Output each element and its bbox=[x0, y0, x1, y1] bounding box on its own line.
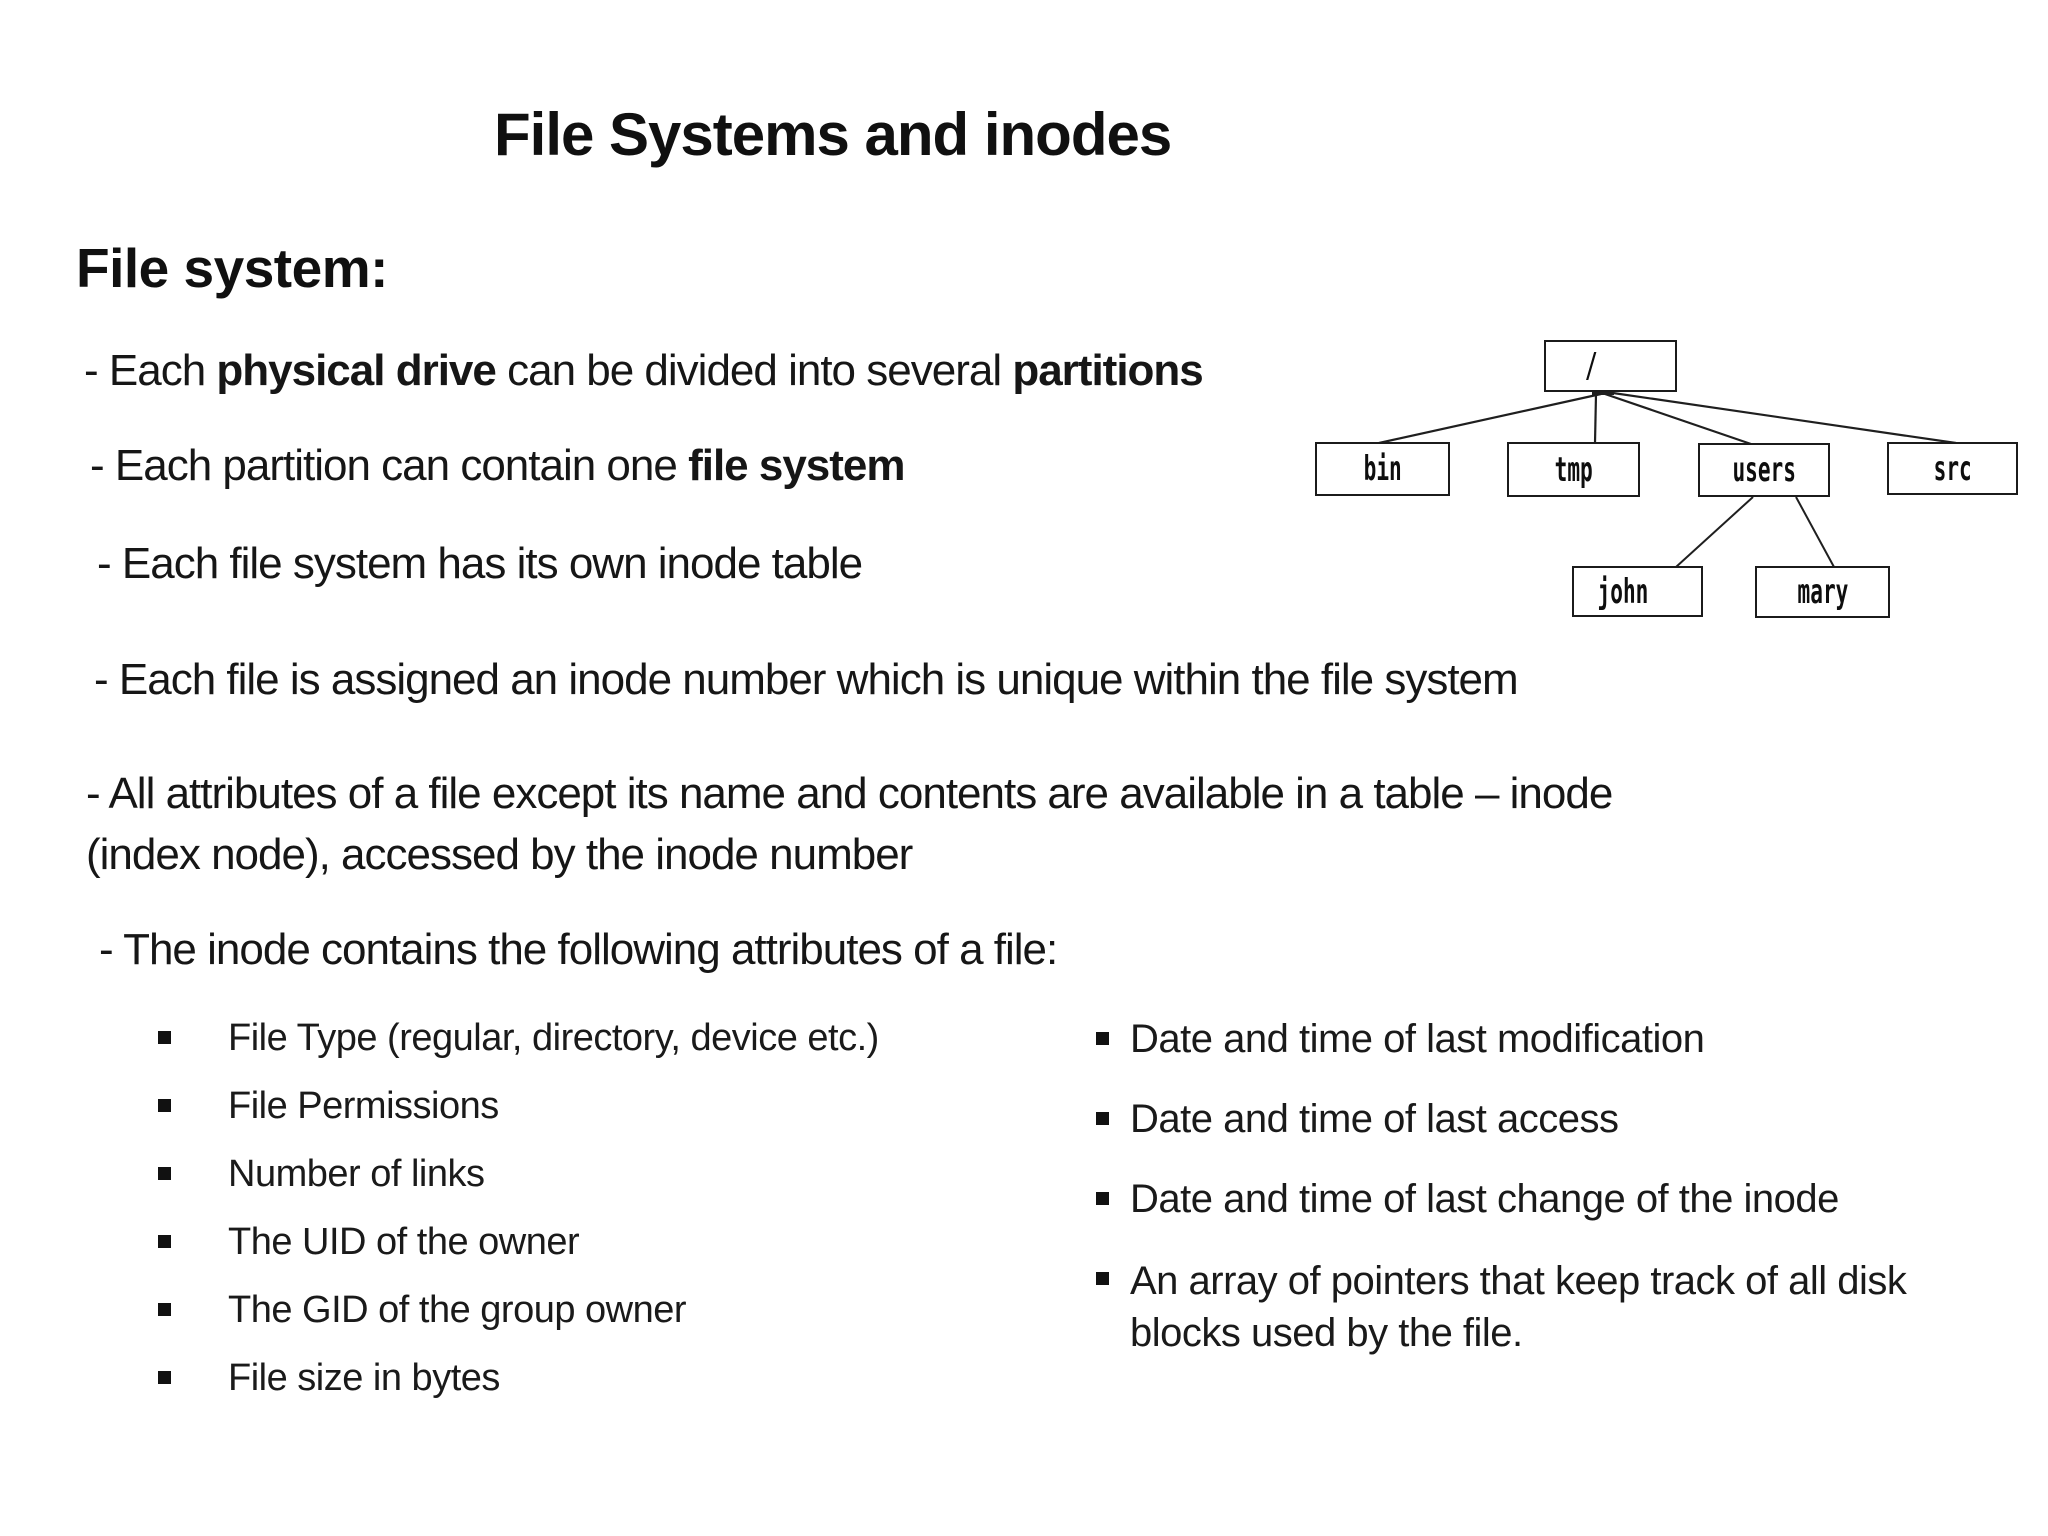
bullet-all-attributes: - All attributes of a file except its na… bbox=[86, 769, 1613, 879]
bullet-physical-drive: - Each physical drive can be divided int… bbox=[84, 346, 1204, 395]
square-bullet-icon bbox=[1096, 1032, 1109, 1045]
list-item: Number of links bbox=[148, 1151, 879, 1197]
square-bullet-icon bbox=[158, 1167, 171, 1180]
bullet-partition-filesystem: - Each partition can contain one file sy… bbox=[90, 441, 906, 490]
list-item-text: Date and time of last change of the inod… bbox=[1130, 1177, 1839, 1221]
tree-node-users: users bbox=[1698, 443, 1830, 497]
square-bullet-icon bbox=[158, 1371, 171, 1384]
tree-node-src: src bbox=[1887, 442, 2018, 495]
tree-node-tmp: tmp bbox=[1507, 442, 1640, 497]
list-item: The UID of the owner bbox=[148, 1219, 879, 1265]
tree-node-label: / bbox=[1585, 346, 1598, 386]
tree-node-label: mary bbox=[1797, 572, 1848, 612]
square-bullet-icon bbox=[158, 1235, 171, 1248]
list-item: Date and time of last modification bbox=[1088, 1015, 2030, 1063]
tree-node-root: / bbox=[1544, 340, 1677, 392]
tree-node-label: tmp bbox=[1554, 449, 1593, 490]
tree-node-label: john bbox=[1597, 571, 1648, 612]
section-heading: File system: bbox=[76, 237, 388, 299]
list-item: The GID of the group owner bbox=[148, 1287, 879, 1333]
list-item-text: The GID of the group owner bbox=[228, 1289, 687, 1331]
page-title: File Systems and inodes bbox=[494, 101, 1172, 168]
list-item: File Type (regular, directory, device et… bbox=[148, 1015, 879, 1061]
tree-node-mary: mary bbox=[1755, 566, 1890, 618]
square-bullet-icon bbox=[158, 1303, 171, 1316]
list-item: File size in bytes bbox=[148, 1355, 879, 1401]
tree-node-bin: bin bbox=[1315, 442, 1450, 496]
list-item: Date and time of last change of the inod… bbox=[1088, 1175, 2030, 1223]
list-item: Date and time of last access bbox=[1088, 1095, 2030, 1143]
square-bullet-icon bbox=[1096, 1192, 1109, 1205]
list-item-text: File Permissions bbox=[228, 1085, 499, 1127]
list-item: File Permissions bbox=[148, 1083, 879, 1129]
tree-node-label: users bbox=[1732, 450, 1796, 490]
square-bullet-icon bbox=[158, 1099, 171, 1112]
square-bullet-icon bbox=[158, 1031, 171, 1044]
square-bullet-icon bbox=[1096, 1112, 1109, 1125]
list-item-text: The UID of the owner bbox=[228, 1221, 580, 1263]
square-bullet-icon bbox=[1096, 1272, 1109, 1285]
list-item-text: Number of links bbox=[228, 1153, 485, 1195]
list-item: An array of pointers that keep track of … bbox=[1088, 1255, 2030, 1359]
inode-attributes-left-list: File Type (regular, directory, device et… bbox=[148, 1015, 879, 1423]
tree-node-label: bin bbox=[1363, 449, 1402, 489]
list-item-text: Date and time of last access bbox=[1130, 1097, 1619, 1141]
list-item-text: File Type (regular, directory, device et… bbox=[228, 1017, 879, 1059]
bullet-inode-table: - Each file system has its own inode tab… bbox=[97, 539, 863, 588]
bullet-inode-contains: - The inode contains the following attri… bbox=[99, 925, 1058, 974]
tree-node-label: src bbox=[1933, 448, 1972, 489]
inode-attributes-right-list: Date and time of last modification Date … bbox=[1088, 1015, 2030, 1391]
bullet-inode-number: - Each file is assigned an inode number … bbox=[94, 655, 1519, 704]
list-item-text: File size in bytes bbox=[228, 1357, 500, 1399]
list-item-text: An array of pointers that keep track of … bbox=[1130, 1259, 1907, 1355]
tree-node-john: john bbox=[1572, 566, 1703, 617]
list-item-text: Date and time of last modification bbox=[1130, 1017, 1705, 1061]
